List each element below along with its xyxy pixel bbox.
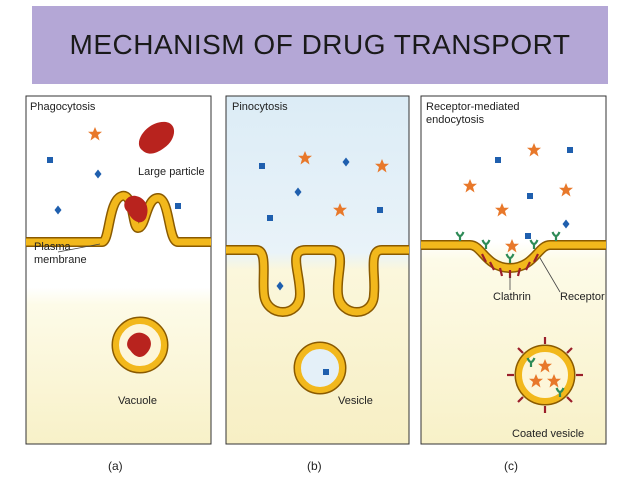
clathrin-label: Clathrin [493,291,531,303]
membrane-label: membrane [34,254,87,266]
plasma-label: Plasma [34,241,72,253]
large-particle [138,121,175,154]
coated-vesicle [516,346,574,404]
panel-phagocytosis: Phagocytosis Large particle Plasma membr… [25,95,212,445]
caption-b: (b) [307,459,322,473]
caption-c: (c) [504,459,518,473]
receptor-heading-line2: endocytosis [426,114,485,126]
panel-pinocytosis: Pinocytosis Vesicle [225,95,410,445]
caption-a: (a) [108,459,123,473]
receptor-label: Receptor [560,291,605,303]
receptor-heading-line1: Receptor-mediated [426,101,520,113]
page-title: MECHANISM OF DRUG TRANSPORT [69,29,571,60]
phagocytosis-heading: Phagocytosis [30,101,96,113]
vacuole-label: Vacuole [118,395,157,407]
vesicle-label: Vesicle [338,395,373,407]
large-particle-label: Large particle [138,166,205,178]
panel-receptor-mediated: Receptor-mediated endocytosis Clathrin R… [420,95,607,445]
vesicle [295,343,345,393]
pinocytosis-heading: Pinocytosis [232,101,288,113]
coated-vesicle-label: Coated vesicle [512,428,584,440]
title-bar: MECHANISM OF DRUG TRANSPORT [32,6,608,84]
